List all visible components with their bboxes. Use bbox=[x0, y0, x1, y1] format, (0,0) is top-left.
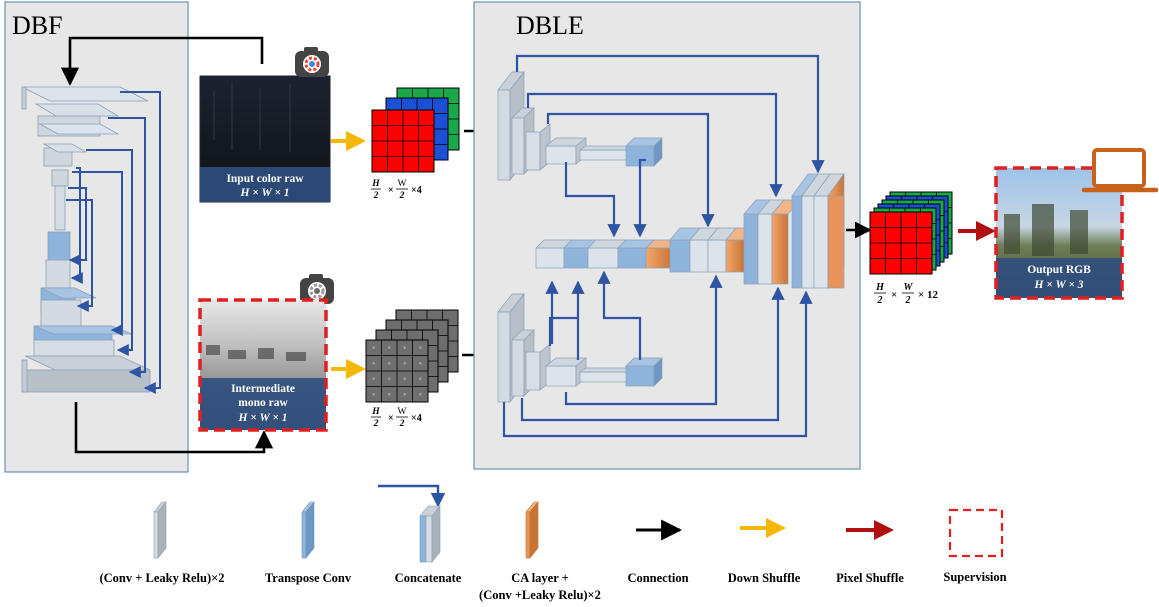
output-rgb-image: Output RGB H × W × 3 bbox=[994, 166, 1124, 300]
color-caption-line1: Input color raw bbox=[226, 173, 304, 185]
output-caption-line1: Output RGB bbox=[1027, 264, 1091, 276]
dbf-title: DBF bbox=[12, 11, 63, 40]
output-supervision-frame bbox=[994, 166, 1124, 300]
output-caption-line2: H × W × 3 bbox=[1033, 279, 1083, 291]
output-caption-band bbox=[996, 258, 1122, 298]
svg-text:W: W bbox=[398, 179, 407, 189]
svg-text:×: × bbox=[388, 413, 394, 424]
dbf-network bbox=[21, 86, 151, 393]
svg-text:H: H bbox=[371, 179, 380, 189]
svg-text:×4: ×4 bbox=[411, 185, 422, 196]
dbf-skip-connections bbox=[66, 91, 161, 394]
mono-caption-line1: Intermediate bbox=[231, 383, 295, 395]
svg-text:H: H bbox=[875, 282, 885, 293]
color-caption-band bbox=[200, 167, 330, 202]
svg-text:2: 2 bbox=[905, 295, 911, 306]
mono-caption-line3: H × W × 1 bbox=[237, 412, 287, 424]
dble-skip-connections bbox=[502, 54, 825, 438]
legend-supervision-label: Supervision bbox=[943, 570, 1006, 584]
dbf-panel: DBF bbox=[4, 1, 189, 473]
svg-text:H: H bbox=[371, 407, 380, 417]
legend-connection-label: Connection bbox=[627, 571, 688, 585]
svg-text:W: W bbox=[904, 282, 914, 293]
svg-text:×: × bbox=[388, 185, 394, 196]
dble-title: DBLE bbox=[516, 11, 584, 40]
packed-color-label: H 2 × W 2 ×4 bbox=[371, 179, 422, 201]
svg-text:2: 2 bbox=[399, 419, 405, 429]
legend-down-shuffle-label: Down Shuffle bbox=[728, 571, 801, 585]
packed-output-tensor bbox=[869, 191, 953, 275]
color-caption-line2: H × W × 1 bbox=[239, 187, 289, 199]
legend-conv-swatch bbox=[153, 501, 167, 559]
dbf-output-connection bbox=[74, 402, 274, 454]
legend-transpose-swatch bbox=[301, 501, 315, 559]
legend-ca-label-line1: CA layer + bbox=[511, 571, 569, 585]
svg-text:2: 2 bbox=[373, 191, 379, 201]
legend-concat-label: Concatenate bbox=[395, 571, 462, 585]
mono-caption-band bbox=[200, 378, 326, 430]
legend-conv-label: (Conv + Leaky Relu)×2 bbox=[99, 571, 224, 585]
laptop-icon bbox=[1081, 148, 1159, 193]
packed-mono-tensor bbox=[365, 309, 459, 403]
dble-network bbox=[497, 70, 845, 404]
svg-text:2: 2 bbox=[373, 419, 379, 429]
legend-ca-label-line2: (Conv +Leaky Relu)×2 bbox=[479, 588, 601, 602]
svg-text:×: × bbox=[891, 289, 897, 301]
legend-transpose-label: Transpose Conv bbox=[265, 571, 352, 585]
legend-ca-swatch bbox=[525, 501, 539, 559]
input-color-raw-image: Input color raw H × W × 1 bbox=[199, 75, 331, 203]
legend-pixel-shuffle-label: Pixel Shuffle bbox=[836, 571, 904, 585]
legend-supervision-swatch bbox=[948, 508, 1004, 558]
intermediate-mono-raw-image: Intermediate mono raw H × W × 1 bbox=[198, 298, 328, 432]
camera-icon bbox=[295, 47, 329, 77]
legend: (Conv + Leaky Relu)×2 Transpose Conv Con… bbox=[99, 484, 1007, 602]
camera-icon bbox=[300, 274, 334, 304]
packed-mono-label: H 2 × W 2 ×4 bbox=[371, 407, 422, 429]
svg-text:W: W bbox=[398, 407, 407, 417]
mono-caption-line2: mono raw bbox=[238, 397, 288, 409]
packed-color-tensor bbox=[371, 87, 460, 173]
svg-text:2: 2 bbox=[399, 191, 405, 201]
svg-text:2: 2 bbox=[877, 295, 883, 306]
packed-output-label: H 2 × W 2 × 12 bbox=[874, 282, 939, 306]
mono-supervision-frame bbox=[198, 298, 328, 432]
dbf-input-connection bbox=[60, 36, 264, 86]
svg-text:× 12: × 12 bbox=[918, 289, 939, 301]
svg-text:×4: ×4 bbox=[411, 413, 422, 424]
legend-concat-swatch bbox=[378, 484, 446, 563]
